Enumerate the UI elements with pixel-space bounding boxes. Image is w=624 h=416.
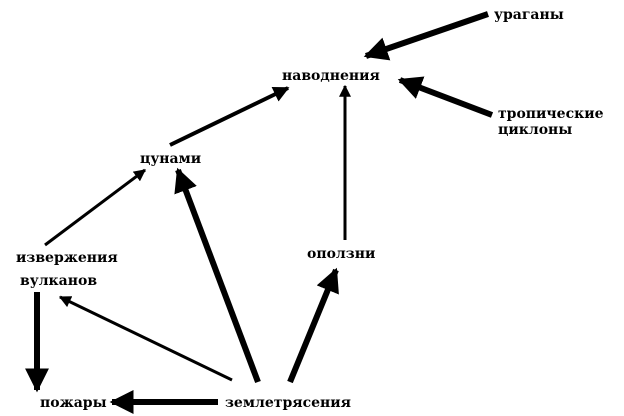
node-uragany: ураганы	[494, 7, 564, 23]
arrow-zemletryaseniya-to-opolzni	[287, 267, 339, 384]
node-zemletryaseniya: землетрясения	[225, 395, 351, 411]
node-pozhary: пожары	[40, 395, 107, 411]
node-opolzni: оползни	[307, 246, 375, 262]
arrow-zemletryaseniya-to-tsunami	[174, 167, 261, 384]
node-izverzheniya: извержения	[16, 250, 118, 266]
edges	[24, 11, 494, 414]
arrow-izverzheniya-to-tsunami	[44, 168, 146, 247]
arrow-zemletryaseniya-to-izverzheniya	[58, 295, 233, 382]
node-tsiklony: циклоны	[498, 122, 572, 138]
node-tsunami: цунами	[140, 151, 201, 167]
arrow-tropicheskie-tsiklony-to-navodneniya	[397, 76, 494, 118]
node-navodneniya: наводнения	[282, 68, 380, 84]
arrow-tsunami-to-navodneniya	[169, 86, 290, 147]
node-tropicheskie: тропические	[498, 106, 604, 122]
node-labels: ураганы наводнения тропические циклоны ц…	[16, 7, 604, 411]
node-vulkanov: вулканов	[20, 273, 97, 289]
arrow-uragany-to-navodneniya	[363, 11, 489, 61]
